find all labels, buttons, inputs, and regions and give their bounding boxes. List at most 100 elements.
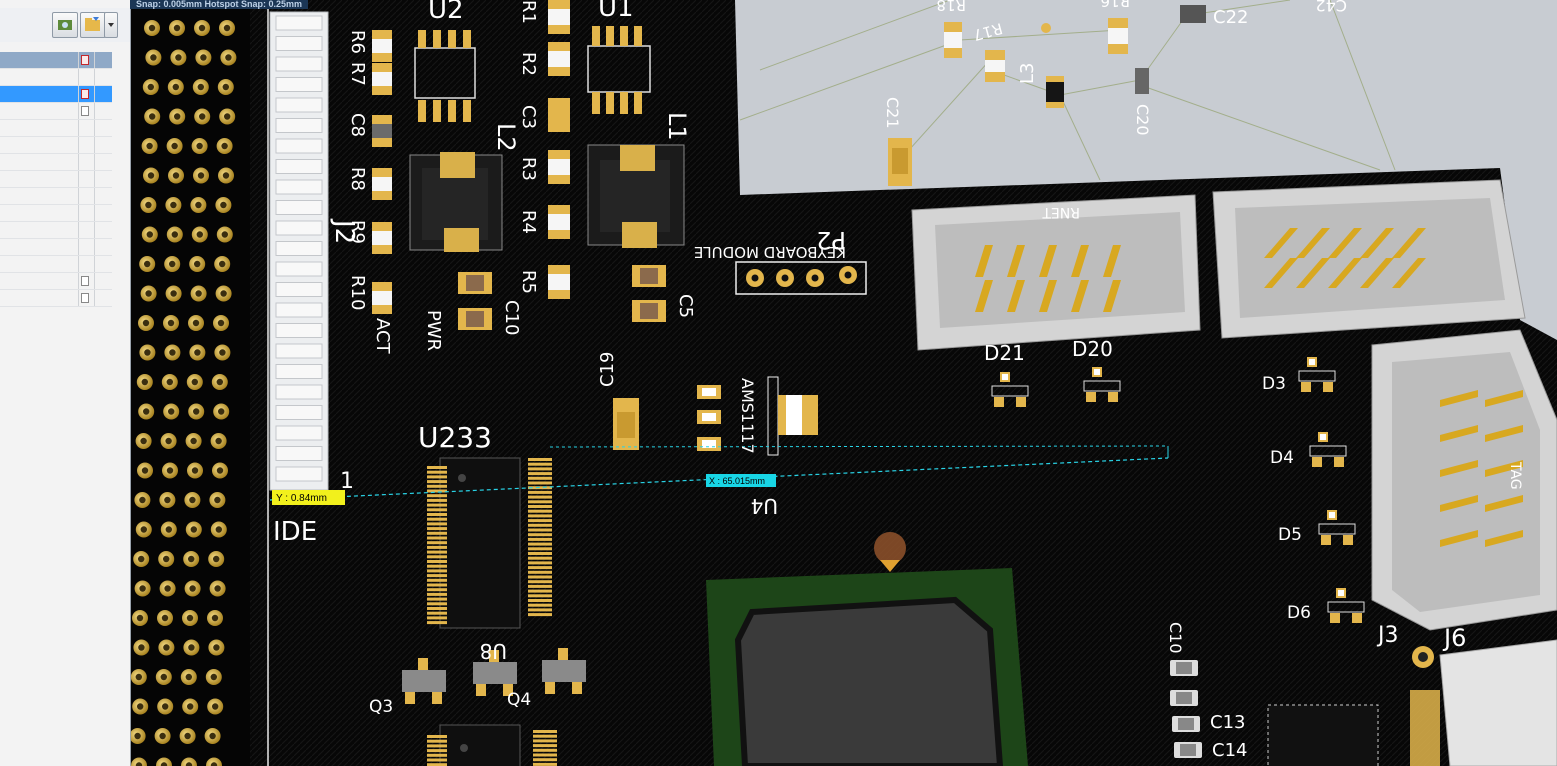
project-file-row[interactable] [0, 290, 112, 307]
header-pin [1392, 228, 1426, 258]
ic-pin [427, 513, 447, 516]
ic-pin [528, 486, 552, 490]
ic-pin [427, 480, 447, 484]
smd-resistor [548, 0, 570, 34]
project-file-row[interactable] [0, 188, 112, 205]
box-header-jtag [1371, 329, 1557, 631]
ic-pin [528, 467, 552, 471]
smd-resistor [372, 222, 392, 254]
ic-pin [427, 574, 447, 578]
project-file-row[interactable] [0, 239, 112, 256]
project-file-row[interactable] [0, 52, 112, 69]
box-header-ethernet [911, 194, 1201, 351]
ic-u233 [427, 457, 552, 629]
project-file-row[interactable] [0, 69, 112, 86]
ic-pin [528, 458, 552, 461]
header-pin [975, 280, 993, 312]
header-pin [1328, 228, 1362, 258]
ide-slot [275, 56, 323, 72]
smd-resistor [548, 150, 570, 184]
ic-pin [427, 739, 447, 743]
project-file-row[interactable] [0, 222, 112, 239]
header-pin [1296, 228, 1330, 258]
ic-pin [533, 734, 557, 738]
folder-open-icon[interactable] [80, 12, 106, 38]
smd-resistor [372, 115, 392, 147]
document-icon [81, 55, 89, 65]
ic-u8-lower [427, 724, 557, 766]
ic-pin [427, 763, 447, 766]
sot23-transistor [402, 658, 446, 704]
off-board-components [888, 5, 1206, 186]
ic-pin [427, 503, 447, 507]
ic-pin [528, 570, 552, 574]
u2-package [414, 30, 476, 122]
project-file-row[interactable] [0, 171, 112, 188]
ide-slot [275, 282, 323, 297]
dropdown-arrow-icon[interactable] [104, 12, 118, 38]
project-file-row[interactable] [0, 86, 112, 103]
ic-pin [427, 541, 447, 545]
header-pin [206, 757, 222, 766]
smd-resistor [372, 63, 392, 95]
refresh-icon[interactable] [52, 12, 78, 38]
header-pin [1485, 530, 1523, 547]
ic-pin [427, 527, 447, 531]
ic-pin [528, 528, 552, 532]
ic-pin [427, 602, 447, 606]
ic-pin [427, 753, 447, 757]
usb-connector-j6 [1410, 639, 1557, 766]
ic-pin [528, 603, 552, 607]
smd-led [1298, 357, 1336, 392]
header-pin [1392, 258, 1426, 288]
led-group [991, 357, 1365, 623]
ic-pin [533, 748, 557, 752]
project-file-row[interactable] [0, 273, 112, 290]
qfn-chip-lower-right [1267, 704, 1379, 766]
ic-pin [427, 621, 447, 625]
ide-slot [275, 118, 323, 133]
ic-pin [528, 476, 552, 480]
resistor-column [372, 30, 392, 314]
project-file-row[interactable] [0, 256, 112, 273]
ic-pin [427, 749, 447, 753]
ic-pin [427, 498, 447, 502]
ic-pin [528, 500, 552, 504]
header-pin [1296, 258, 1330, 288]
ic-pin [427, 564, 447, 568]
location-pin-icon[interactable] [874, 532, 906, 572]
ic-pin [427, 555, 447, 559]
ic-pin [427, 517, 447, 521]
inductor-l1 [587, 144, 685, 248]
project-file-row[interactable] [0, 205, 112, 222]
ic-pin [528, 589, 552, 593]
ic-pin [427, 475, 447, 479]
header-pin [1440, 425, 1478, 442]
header-pin [1360, 228, 1394, 258]
ic-pin [533, 739, 557, 743]
project-file-row[interactable] [0, 120, 112, 137]
ic-pin [528, 580, 552, 584]
ic-pin [427, 616, 447, 620]
smd-resistor [372, 30, 392, 62]
pin-header-grid [129, 20, 237, 766]
ic-pin [528, 561, 552, 565]
ic-pin [427, 744, 447, 748]
project-file-row[interactable] [0, 154, 112, 171]
smd-led [1309, 432, 1347, 467]
header-pin [1264, 258, 1298, 288]
ic-pin [427, 588, 447, 592]
ic-pin [427, 611, 447, 615]
ic-pin [528, 566, 552, 570]
header-pin [1103, 245, 1121, 277]
header-pin [1440, 530, 1478, 547]
sot23-transistor [473, 650, 517, 696]
project-file-list[interactable] [0, 52, 112, 307]
ic-pin [528, 613, 552, 617]
project-file-row[interactable] [0, 137, 112, 154]
ic-pin [528, 552, 552, 555]
project-file-row[interactable] [0, 103, 112, 120]
ide-slot [275, 15, 323, 31]
